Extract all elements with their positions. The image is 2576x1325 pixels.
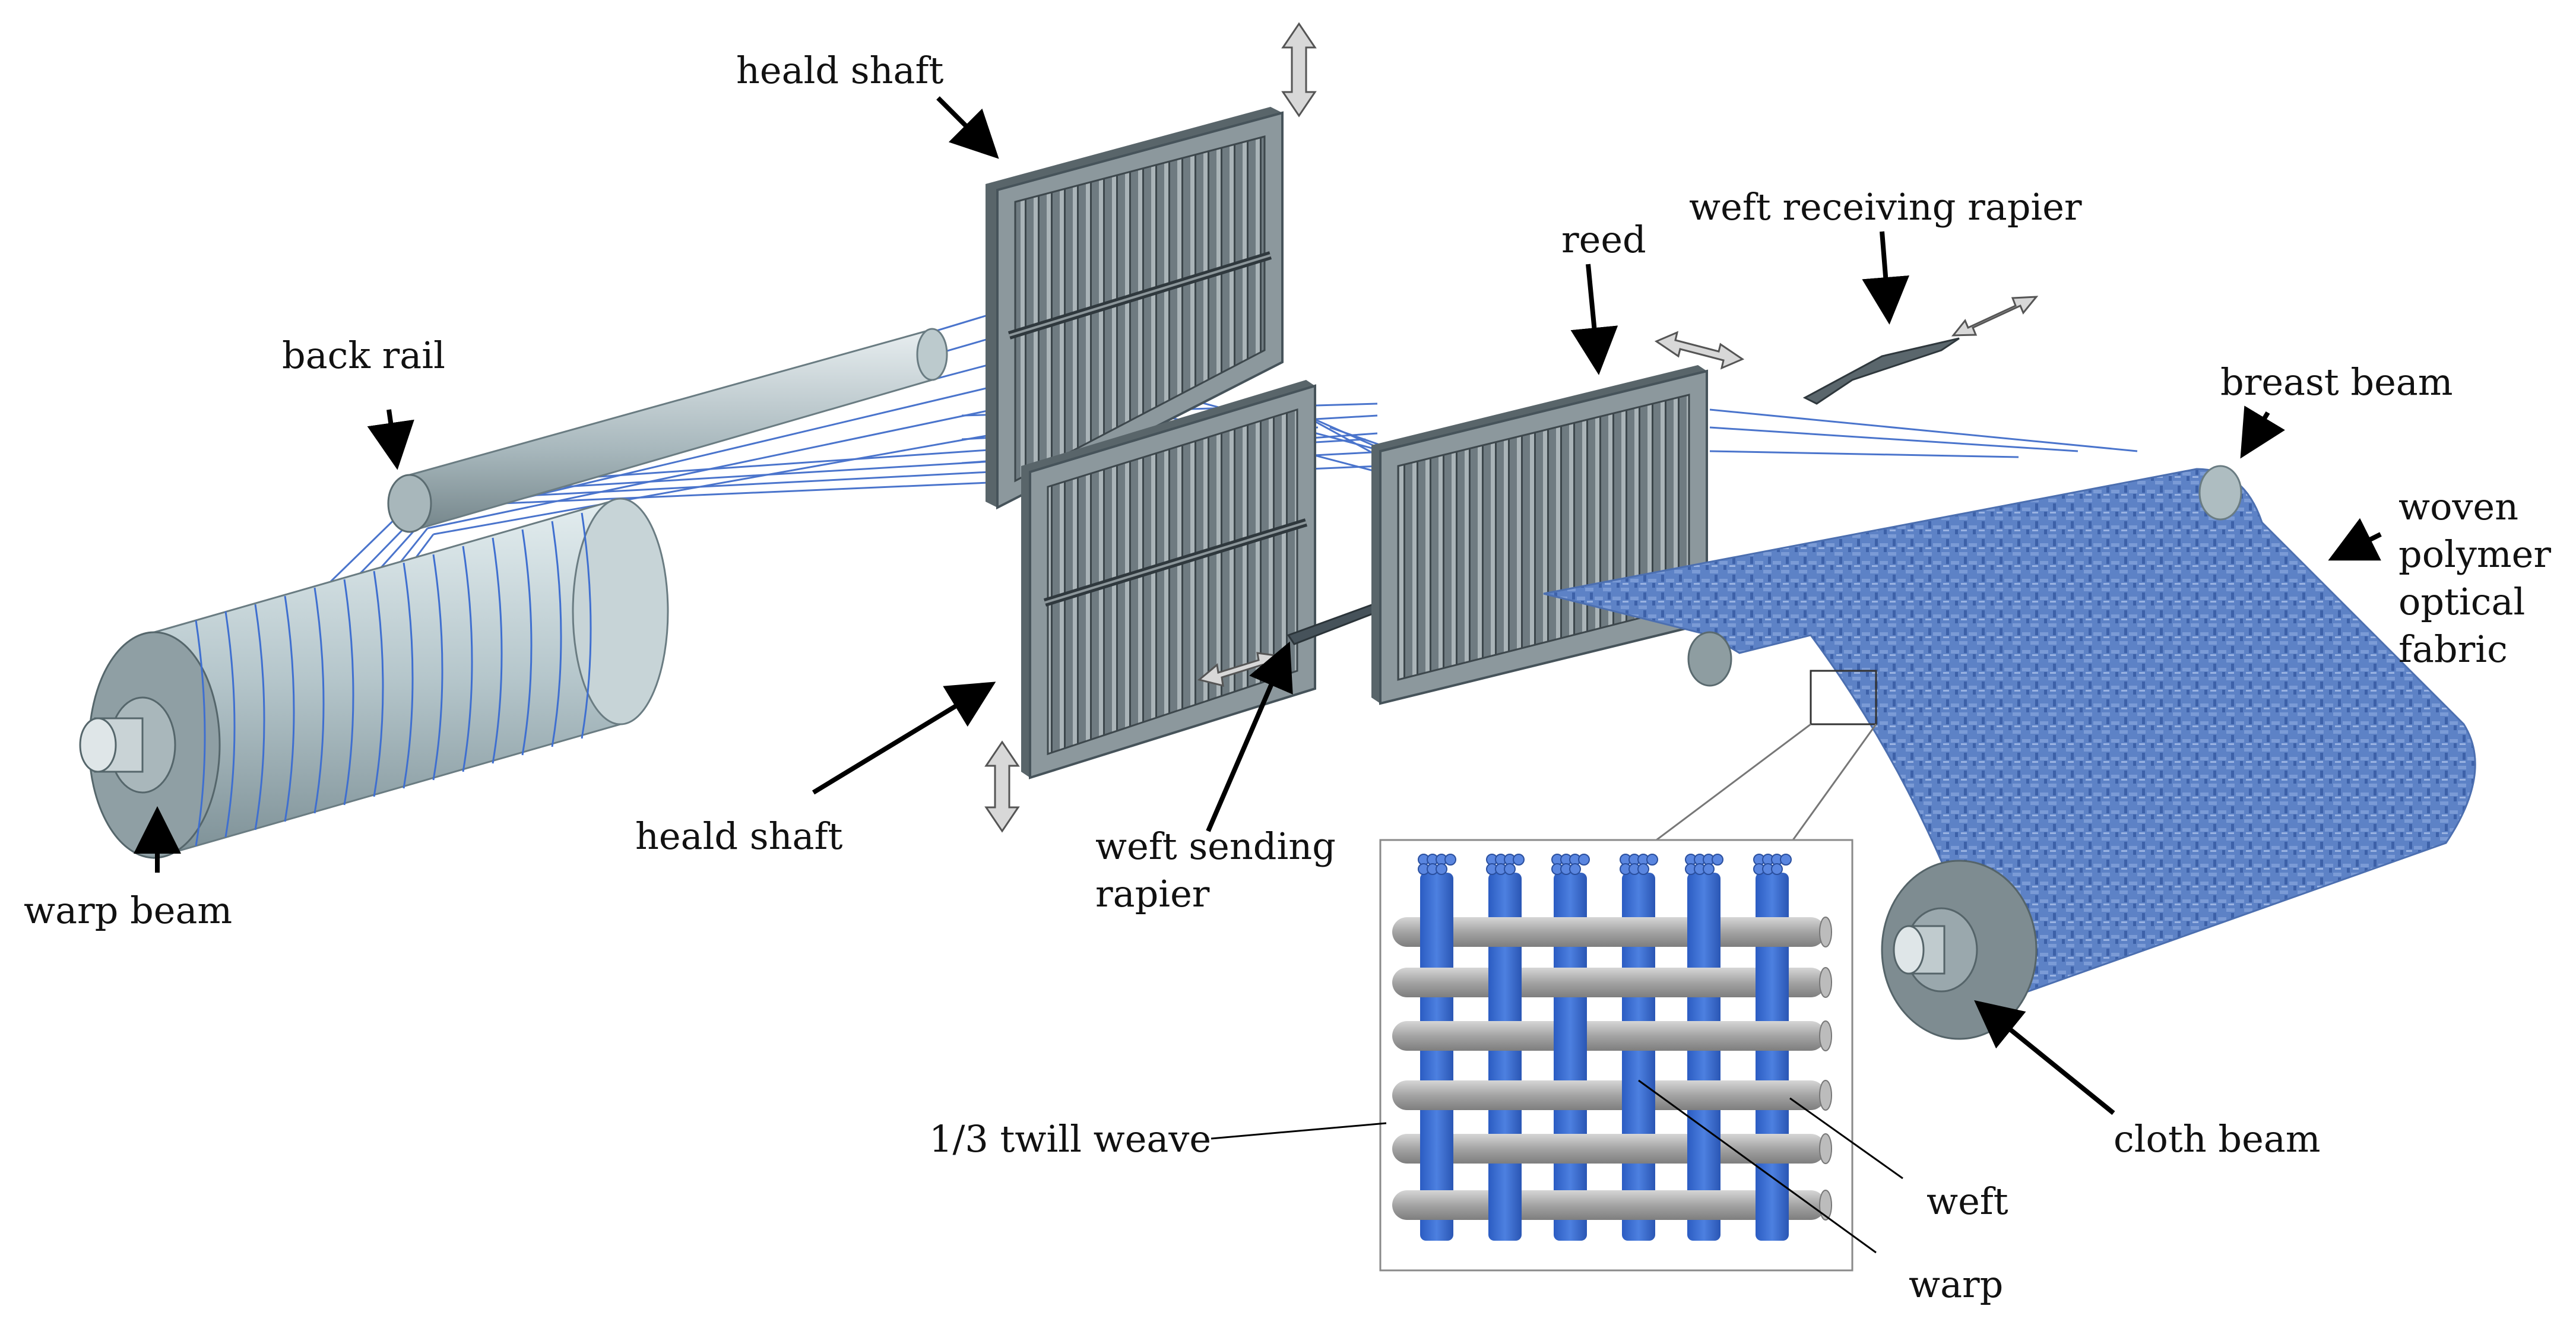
weft-sending-pointer: [1206, 641, 1293, 832]
weft-receiving-rapier: [1802, 337, 1960, 405]
back-rail: [387, 328, 948, 533]
fiber-end: [1444, 854, 1456, 866]
label-weft: weft: [1927, 1180, 2008, 1223]
cloth-beam-pointer: [1974, 1000, 2115, 1115]
label-woven-3: optical: [2398, 580, 2525, 623]
heald-bottom-pointer: [812, 681, 996, 795]
weft-receiving-pointer: [1862, 231, 1910, 325]
warp-float: [1488, 1177, 1522, 1234]
labels: heald shaft back rail warp beam heald sh…: [24, 49, 2551, 1306]
warp-float: [1420, 1120, 1453, 1177]
heald-shaft-bottom: [1021, 380, 1316, 779]
warp-beam: [79, 497, 669, 859]
fiber-end: [1569, 863, 1581, 875]
reed-motion-arrow: [1654, 331, 1745, 370]
warp-float: [1488, 954, 1522, 1011]
heald-top-motion-arrow: [1281, 22, 1317, 118]
label-warp: warp: [1909, 1263, 2003, 1306]
rapier-receive-motion-arrow: [1951, 296, 2039, 337]
weft-yarn-end: [1819, 1020, 1832, 1051]
label-woven-2: polymer: [2398, 532, 2551, 576]
warp-float: [1420, 904, 1453, 961]
woven-fabric: [1543, 468, 2476, 1004]
weft-yarn-end: [1819, 967, 1832, 998]
label-twill-weave: 1/3 twill weave: [929, 1117, 1211, 1161]
label-weft-sending-rapier-2: rapier: [1095, 872, 1210, 915]
fiber-end: [1436, 863, 1447, 875]
cloth-beam: [1881, 860, 2038, 1040]
label-back-rail: back rail: [282, 334, 445, 377]
fiber-end: [1504, 863, 1516, 875]
reed-pointer: [1570, 264, 1618, 375]
weft-yarn: [1392, 1080, 1826, 1110]
fiber-end: [1771, 863, 1783, 875]
twill-weave-inset: [1211, 839, 1903, 1272]
warp-float: [1622, 1067, 1655, 1124]
label-cloth-beam: cloth beam: [2114, 1117, 2321, 1161]
breast-beam: [2198, 465, 2242, 521]
label-warp-beam: warp beam: [24, 889, 232, 932]
label-woven-4: fabric: [2398, 627, 2508, 671]
label-woven-1: woven: [2398, 485, 2518, 528]
back-rail-pointer: [367, 409, 414, 470]
warp-floats: [1420, 904, 1789, 1234]
detail-box: [1810, 670, 1877, 725]
fiber-end: [1703, 863, 1715, 875]
warp-float: [1554, 1007, 1587, 1064]
woven-fabric-pointer: [2328, 518, 2382, 561]
warp-float: [1756, 954, 1789, 1011]
label-weft-receiving-rapier: weft receiving rapier: [1689, 185, 2082, 229]
weft-yarn: [1392, 917, 1826, 947]
detail-leaders: [1656, 723, 1877, 841]
label-reed: reed: [1561, 218, 1646, 261]
pointer-arrows: [134, 96, 2382, 1115]
front-roller: [1687, 631, 1732, 687]
weft-yarn-end: [1819, 917, 1832, 947]
label-heald-shaft-bottom: heald shaft: [635, 814, 842, 858]
weft-yarn-end: [1819, 1133, 1832, 1164]
fiber-end: [1646, 854, 1658, 866]
label-weft-sending-rapier-1: weft sending: [1095, 825, 1336, 868]
fiber-end: [1513, 854, 1525, 866]
label-heald-shaft-top: heald shaft: [736, 49, 943, 92]
breast-beam-pointer: [2240, 405, 2285, 459]
warp-float: [1687, 1120, 1720, 1177]
weft-yarn: [1392, 1134, 1826, 1164]
label-breast-beam: breast beam: [2220, 360, 2453, 404]
weft-yarn-end: [1819, 1190, 1832, 1221]
heald-shaft-top: [986, 107, 1284, 510]
fiber-end: [1578, 854, 1590, 866]
weft-yarn-end: [1819, 1080, 1832, 1111]
weft-yarn: [1392, 1021, 1826, 1051]
reed: [1371, 365, 1708, 705]
warp-float: [1687, 904, 1720, 961]
heald-bottom-motion-arrow: [984, 740, 1020, 833]
heald-top-pointer: [936, 96, 999, 159]
fiber-end: [1712, 854, 1723, 866]
fiber-end: [1780, 854, 1792, 866]
fiber-end: [1637, 863, 1649, 875]
